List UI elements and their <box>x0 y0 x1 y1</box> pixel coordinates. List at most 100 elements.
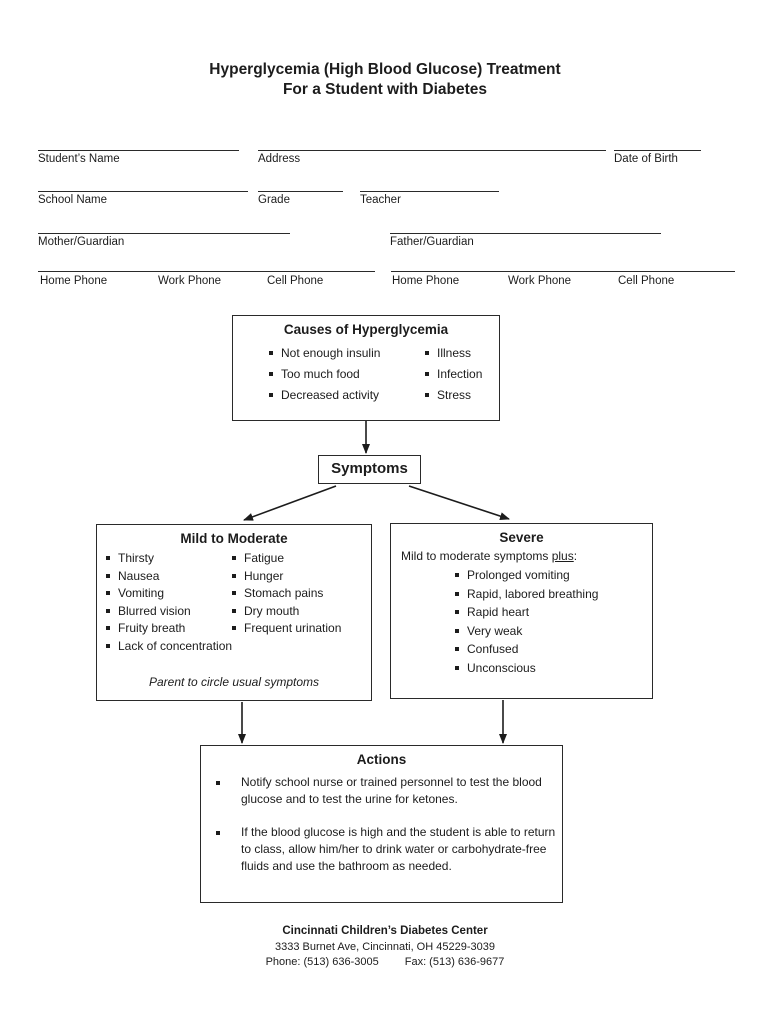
severe-item: Unconscious <box>455 659 652 678</box>
students-name-label: Student’s Name <box>38 153 120 165</box>
work-phone-label: Work Phone <box>158 275 222 287</box>
work-phone-label: Work Phone <box>508 275 572 287</box>
mild-to-moderate-box: Mild to Moderate Thirsty Nausea Vomiting… <box>96 524 372 701</box>
page-title-line1: Hyperglycemia (High Blood Glucose) Treat… <box>209 61 561 78</box>
bullet-icon <box>232 573 236 578</box>
severe-item: Rapid heart <box>455 603 652 622</box>
cell-phone-label: Cell Phone <box>618 275 675 287</box>
severe-intro: Mild to moderate symptoms plus: <box>401 549 652 563</box>
address-field[interactable]: Address <box>258 150 606 166</box>
mild-item: Blurred vision <box>106 603 232 621</box>
mild-item: Thirsty <box>106 550 232 568</box>
bullet-icon <box>106 591 110 595</box>
severe-title: Severe <box>499 530 544 545</box>
mild-column-1: Thirsty Nausea Vomiting Blurred vision F… <box>106 550 232 655</box>
footer: Cincinnati Children’s Diabetes Center 33… <box>0 924 770 971</box>
mild-item-label: Fruity breath <box>118 621 186 635</box>
arrow-symptoms-to-severe <box>408 485 510 520</box>
bullet-icon <box>232 626 236 630</box>
causes-item-label: Illness <box>437 346 472 360</box>
severe-item: Rapid, labored breathing <box>455 585 652 604</box>
date-of-birth-field[interactable]: Date of Birth <box>614 150 701 166</box>
father-guardian-field[interactable]: Father/Guardian <box>390 233 661 249</box>
causes-item: Infection <box>425 364 482 385</box>
page-title-line2: For a Student with Diabetes <box>282 81 488 98</box>
bullet-icon <box>269 372 273 376</box>
mild-item-label: Lack of concentration <box>118 638 233 653</box>
severe-item-label: Very weak <box>467 623 523 638</box>
mild-item: Nausea <box>106 568 232 586</box>
causes-item-label: Not enough insulin <box>281 346 381 360</box>
causes-box: Causes of Hyperglycemia Not enough insul… <box>232 315 500 421</box>
mild-item: Dry mouth <box>232 603 341 621</box>
bullet-icon <box>425 393 429 397</box>
father-guardian-label: Father/Guardian <box>390 236 474 248</box>
mild-item: Hunger <box>232 568 341 586</box>
causes-item-label: Stress <box>437 388 472 402</box>
mother-phones-field[interactable]: Home Phone Work Phone Cell Phone <box>38 271 375 292</box>
mild-column-2: Fatigue Hunger Stomach pains Dry mouth F… <box>232 550 341 655</box>
bullet-icon <box>425 351 429 355</box>
page-title: Hyperglycemia (High Blood Glucose) Treat… <box>0 60 770 100</box>
mild-item-label: Dry mouth <box>244 603 300 618</box>
teacher-field[interactable]: Teacher <box>360 191 499 207</box>
mild-item-label: Vomiting <box>118 586 165 600</box>
bullet-icon <box>216 781 220 785</box>
school-name-label: School Name <box>38 194 108 206</box>
causes-item: Stress <box>425 385 482 406</box>
date-of-birth-label: Date of Birth <box>614 153 678 165</box>
bullet-icon <box>232 608 236 613</box>
bullet-icon <box>455 573 459 577</box>
grade-field[interactable]: Grade <box>258 191 343 207</box>
causes-item: Too much food <box>269 364 425 385</box>
mild-item: Lack of concentration <box>106 638 232 656</box>
grade-label: Grade <box>258 194 290 206</box>
action-item-text: If the blood glucose is high and the stu… <box>241 825 556 873</box>
bullet-icon <box>232 556 236 560</box>
footer-fax: Fax: (513) 636-9677 <box>404 956 505 968</box>
bullet-icon <box>269 351 273 355</box>
father-phones-field[interactable]: Home Phone Work Phone Cell Phone <box>391 271 735 292</box>
mild-item: Frequent urination <box>232 620 341 638</box>
causes-column-1: Not enough insulin Too much food Decreas… <box>269 343 425 406</box>
action-item-text: Notify school nurse or trained personnel… <box>241 775 542 806</box>
causes-item: Illness <box>425 343 482 364</box>
severe-item-label: Unconscious <box>467 660 536 675</box>
severe-intro-prefix: Mild to moderate symptoms <box>401 549 552 563</box>
severe-item-label: Prolonged vomiting <box>467 568 570 582</box>
severe-item: Prolonged vomiting <box>455 566 652 585</box>
causes-columns: Not enough insulin Too much food Decreas… <box>233 343 499 406</box>
bullet-icon <box>106 643 110 648</box>
address-label: Address <box>258 153 301 165</box>
mild-item: Fatigue <box>232 550 341 568</box>
symptoms-box: Symptoms <box>318 455 421 484</box>
mild-item: Fruity breath <box>106 620 232 638</box>
mild-item-label: Fatigue <box>244 551 285 565</box>
bullet-icon <box>216 831 220 835</box>
home-phone-label: Home Phone <box>40 275 108 287</box>
severe-box: Severe Mild to moderate symptoms plus: P… <box>390 523 653 699</box>
severe-item-label: Rapid heart <box>467 605 530 619</box>
bullet-icon <box>455 647 459 651</box>
footer-address: 3333 Burnet Ave, Cincinnati, OH 45229-30… <box>275 940 495 953</box>
mother-guardian-field[interactable]: Mother/Guardian <box>38 233 290 249</box>
severe-item-label: Confused <box>467 642 519 656</box>
severe-item: Very weak <box>455 622 652 641</box>
school-name-field[interactable]: School Name <box>38 191 248 207</box>
mild-item-label: Stomach pains <box>244 586 324 600</box>
mild-item-label: Hunger <box>244 568 284 583</box>
causes-title: Causes of Hyperglycemia <box>283 322 449 337</box>
severe-list: Prolonged vomiting Rapid, labored breath… <box>455 566 652 677</box>
bullet-icon <box>455 610 459 614</box>
causes-item-label: Decreased activity <box>281 388 380 402</box>
mild-item-label: Frequent urination <box>244 621 342 635</box>
causes-column-2: Illness Infection Stress <box>425 343 482 406</box>
bullet-icon <box>425 372 429 376</box>
mild-item-label: Blurred vision <box>118 603 191 618</box>
students-name-field[interactable]: Student’s Name <box>38 150 239 166</box>
mother-guardian-label: Mother/Guardian <box>38 236 125 248</box>
mild-item: Vomiting <box>106 585 232 603</box>
mild-item: Stomach pains <box>232 585 341 603</box>
